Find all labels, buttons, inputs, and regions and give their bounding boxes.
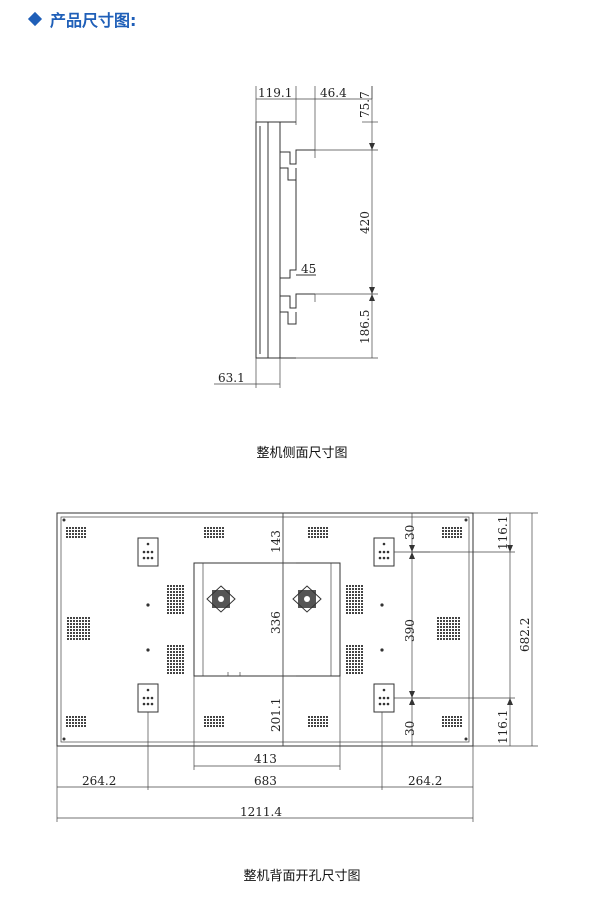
dim-390: 390	[403, 619, 417, 642]
vent-grille	[442, 716, 462, 727]
dim-201-1: 201.1	[269, 698, 283, 732]
vent-grille	[308, 716, 328, 727]
dim-186-5: 186.5	[358, 310, 372, 344]
dim-1211-4: 1211.4	[240, 805, 282, 819]
vent-grille	[204, 527, 224, 538]
back-view-caption: 整机背面开孔尺寸图	[243, 869, 360, 884]
section-title: 产品尺寸图:	[50, 11, 137, 30]
mount-plate-top-left	[137, 537, 159, 567]
side-view-caption: 整机侧面尺寸图	[256, 446, 347, 461]
vent-grille	[167, 585, 184, 614]
dim-336: 336	[269, 611, 283, 634]
vent-grilles	[66, 527, 462, 727]
section-header: 产品尺寸图:	[27, 6, 137, 32]
dim-75-7: 75.7	[358, 91, 372, 118]
dim-682-2: 682.2	[518, 618, 532, 652]
vent-grille	[346, 585, 363, 614]
side-view-drawing	[214, 86, 378, 388]
dim-116-1-top: 116.1	[496, 516, 510, 550]
fan-icon-right	[292, 585, 322, 613]
mount-plate-bottom-right	[373, 683, 395, 713]
dim-46-4: 46.4	[320, 86, 347, 100]
vent-grille	[437, 617, 460, 640]
dim-45: 45	[301, 262, 316, 276]
vent-grille	[66, 527, 86, 538]
dim-143: 143	[269, 530, 283, 553]
vent-grille	[66, 716, 86, 727]
vent-grille	[67, 617, 90, 640]
back-view-drawing	[56, 512, 474, 747]
fan-icon-left	[206, 585, 236, 613]
vent-grille	[167, 645, 184, 674]
dim-63-1: 63.1	[218, 371, 245, 385]
dim-116-1-bottom: 116.1	[496, 710, 510, 744]
back-view-dimension-lines	[56, 512, 538, 822]
dim-30-bottom: 30	[403, 721, 417, 736]
mount-plate-top-right	[373, 537, 395, 567]
dim-30-top: 30	[403, 525, 417, 540]
dim-264-2-right: 264.2	[408, 774, 442, 788]
vent-grille	[346, 645, 363, 674]
dim-119-1: 119.1	[258, 86, 292, 100]
dim-420: 420	[358, 211, 372, 234]
dim-683: 683	[254, 774, 277, 788]
vent-grille	[442, 527, 462, 538]
vent-grille	[308, 527, 328, 538]
dim-413: 413	[254, 752, 277, 766]
mount-plate-bottom-left	[137, 683, 159, 713]
dim-264-2-left: 264.2	[82, 774, 116, 788]
vent-grille	[204, 716, 224, 727]
